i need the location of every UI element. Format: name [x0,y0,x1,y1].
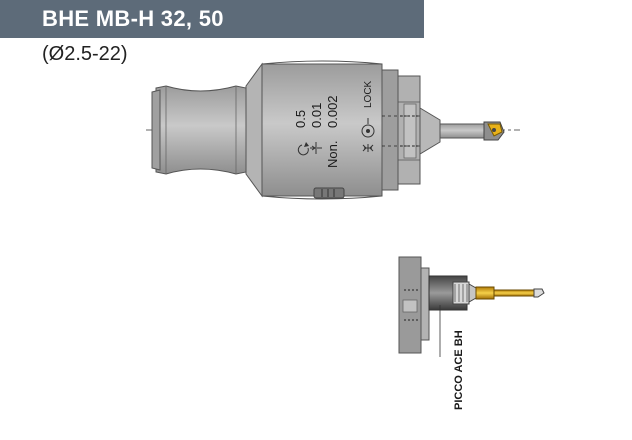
page-title: BHE MB-H 32, 50 [42,6,224,31]
picco-gold-shank [475,286,545,300]
picco-adapter [428,275,477,311]
picco-label: PICCO ACE BH [453,330,465,410]
picco-tool: PICCO ACE BH [398,256,545,410]
lock-label: LOCK [363,80,374,108]
scale-value-3: 0.002 [325,95,340,128]
boring-head-main: 0.5 0.01 0.002 Non. LOCK [146,60,520,200]
insert-icon [483,121,505,141]
adjust-screw [313,187,345,199]
diameter-range: (Ø2.5-22) [42,43,128,65]
scale-prefix-non: Non. [325,141,340,168]
header-bar [0,0,424,38]
clamp-icon [362,144,374,152]
shank [151,85,247,175]
scale-value-2: 0.01 [309,103,324,128]
picco-flange [398,256,430,354]
rotate-icon [297,142,309,156]
boring-bar [439,123,487,139]
fine-adjust-icon [310,142,322,154]
bar-holder [419,107,441,155]
front-flange [381,69,421,191]
lock-dial-icon [361,118,375,138]
neck [245,62,263,198]
scale-value-1: 0.5 [293,110,308,128]
